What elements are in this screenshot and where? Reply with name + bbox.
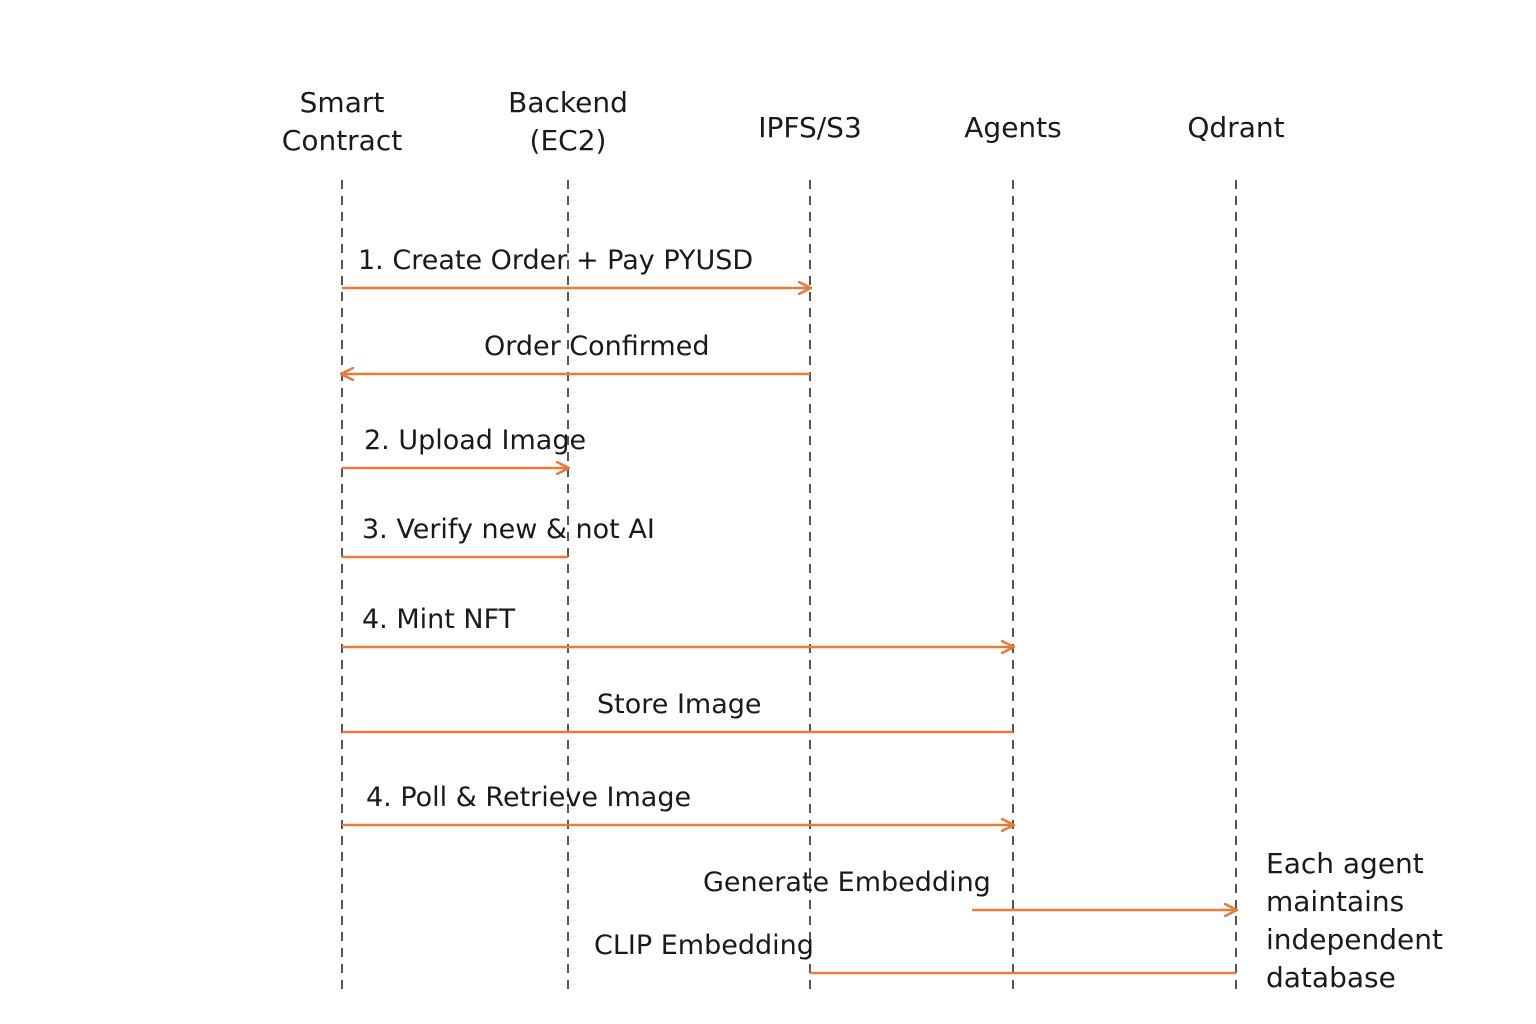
message-label: 3. Verify new & not AI — [362, 514, 655, 545]
message-7: 4. Poll & Retrieve Image — [342, 782, 1013, 825]
message-label: Store Image — [597, 689, 762, 720]
note-line: Each agent — [1266, 847, 1424, 880]
note-line: database — [1266, 961, 1396, 994]
participant-label-line: Backend — [508, 86, 628, 119]
participant-label-line: (EC2) — [530, 124, 607, 157]
message-label: 2. Upload Image — [364, 425, 586, 456]
message-8: Generate Embedding — [703, 867, 1236, 910]
note: Each agent maintains independent database — [1266, 847, 1443, 994]
message-label: Generate Embedding — [703, 867, 991, 898]
message-2: Order Confirmed — [342, 331, 810, 374]
note-line: maintains — [1266, 885, 1404, 918]
message-label: CLIP Embedding — [594, 930, 814, 961]
participant-qdrant: Qdrant — [1187, 111, 1284, 144]
participant-label-line: Smart — [300, 86, 385, 119]
participant-agents: Agents — [964, 111, 1061, 144]
participant-label-line: Qdrant — [1187, 111, 1284, 144]
message-1: 1. Create Order + Pay PYUSD — [342, 245, 810, 288]
lifelines — [341, 180, 1237, 996]
participant-label-line: Contract — [282, 124, 402, 157]
message-label: 4. Poll & Retrieve Image — [366, 782, 691, 813]
message-label: 1. Create Order + Pay PYUSD — [358, 245, 753, 276]
participant-backend: Backend (EC2) — [508, 86, 628, 157]
message-4: 3. Verify new & not AI — [342, 514, 655, 559]
messages: 1. Create Order + Pay PYUSD Order Confirm… — [342, 245, 1236, 975]
message-label: 4. Mint NFT — [362, 604, 516, 635]
note-text: Each agent maintains independent database — [1266, 847, 1443, 994]
message-6: Store Image — [342, 689, 1013, 734]
participant-ipfs-s3: IPFS/S3 — [758, 111, 862, 144]
message-9: CLIP Embedding — [594, 930, 1236, 975]
participant-label-line: IPFS/S3 — [758, 111, 862, 144]
message-3: 2. Upload Image — [342, 425, 586, 468]
message-label: Order Confirmed — [484, 331, 709, 362]
message-5: 4. Mint NFT — [342, 604, 1013, 647]
note-line: independent — [1266, 923, 1443, 956]
participant-label-line: Agents — [964, 111, 1061, 144]
